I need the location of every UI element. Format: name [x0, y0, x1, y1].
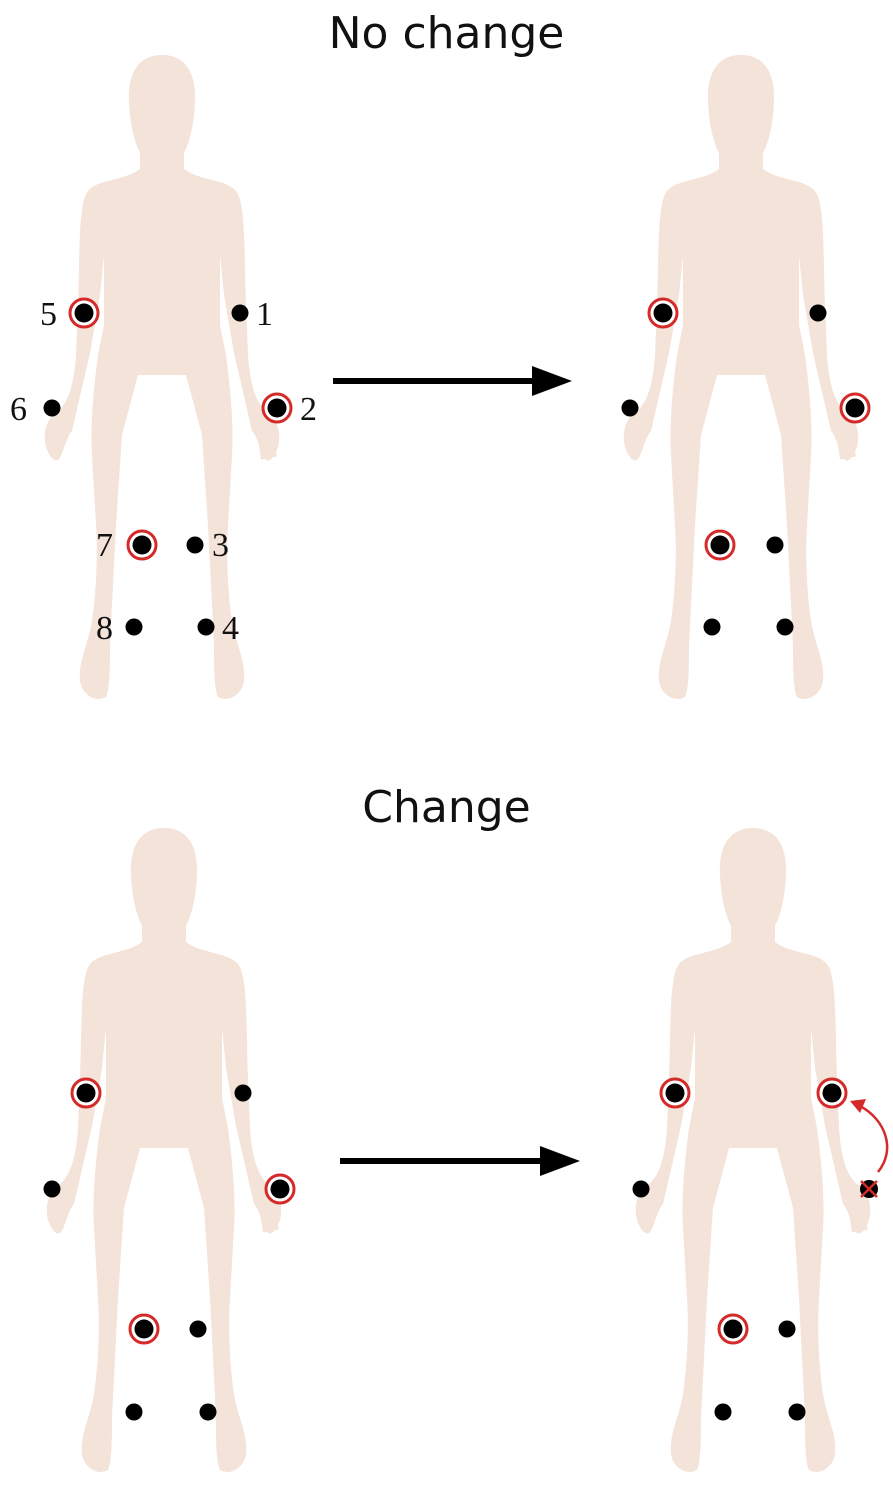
marker-3	[767, 537, 784, 554]
marker-7	[130, 1315, 158, 1343]
marker-label-2: 2	[300, 391, 317, 428]
marker-label-4: 4	[222, 610, 239, 647]
figure-top-left: 1 2 3 4 5 6 7 8	[10, 55, 317, 699]
marker-1	[235, 1085, 252, 1102]
marker-4	[200, 1404, 217, 1421]
marker-6	[44, 400, 61, 417]
marker-6	[633, 1181, 650, 1198]
marker-label-7: 7	[96, 527, 113, 564]
marker-1	[818, 1079, 846, 1107]
marker-5	[72, 1079, 100, 1107]
marker-8	[126, 619, 143, 636]
marker-6	[44, 1181, 61, 1198]
marker-label-1: 1	[256, 296, 273, 333]
marker-2	[266, 1175, 294, 1203]
marker-4	[198, 619, 215, 636]
marker-6	[622, 400, 639, 417]
marker-7	[706, 531, 734, 559]
right-arrow-icon	[340, 1146, 580, 1176]
marker-3	[779, 1321, 796, 1338]
marker-3	[190, 1321, 207, 1338]
figure-bottom-left	[44, 828, 295, 1472]
marker-label-8: 8	[96, 610, 113, 647]
marker-3	[187, 537, 204, 554]
marker-label-3: 3	[212, 527, 229, 564]
right-arrow-icon	[333, 366, 572, 396]
figure-top-right	[622, 55, 870, 699]
marker-5	[661, 1079, 689, 1107]
marker-8	[126, 1404, 143, 1421]
cross-marker-icon	[860, 1180, 878, 1198]
marker-2	[263, 394, 291, 422]
figure-bottom-right	[633, 828, 888, 1472]
marker-7	[128, 531, 156, 559]
marker-label-6: 6	[10, 391, 27, 428]
marker-5	[649, 299, 677, 327]
marker-1	[810, 305, 827, 322]
marker-7	[719, 1315, 747, 1343]
marker-label-5: 5	[40, 296, 57, 333]
marker-8	[704, 619, 721, 636]
curved-red-arrow-icon	[850, 1099, 887, 1172]
marker-8	[715, 1404, 732, 1421]
marker-5	[70, 299, 98, 327]
marker-4	[777, 619, 794, 636]
marker-2	[841, 394, 869, 422]
marker-4	[789, 1404, 806, 1421]
marker-1	[232, 305, 249, 322]
